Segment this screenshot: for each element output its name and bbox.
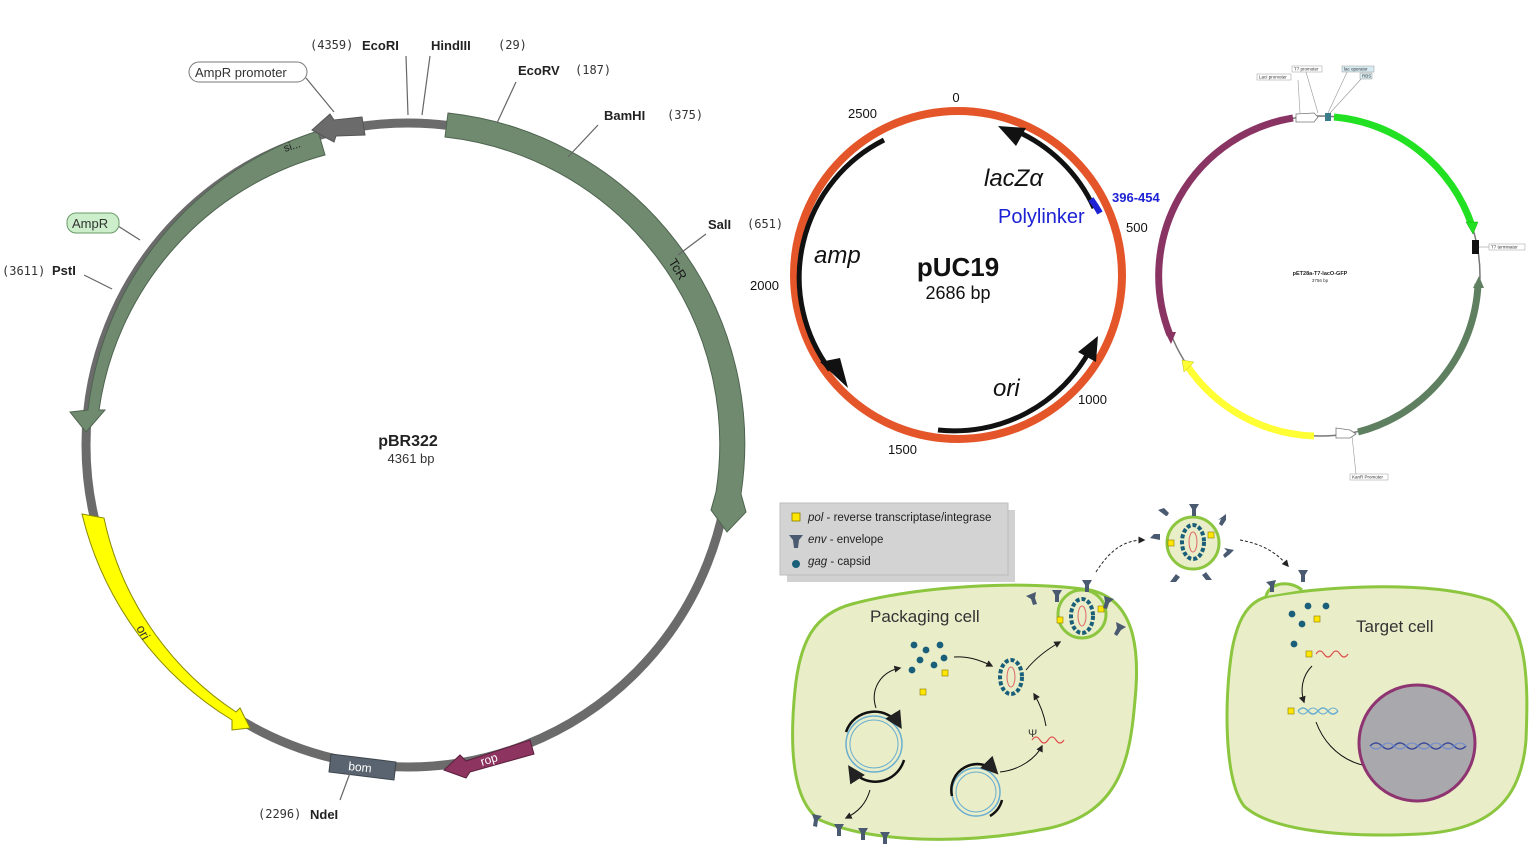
pbr322-name: pBR322 <box>378 433 438 450</box>
pol-legend-icon <box>791 512 801 522</box>
legend-box <box>779 502 1009 576</box>
pbr322-map: TcR si... ori rop bom (4359) EcoRI HindI… <box>2 38 783 822</box>
env-spikes <box>812 580 1126 844</box>
bamhi-label: BamHI <box>604 108 645 123</box>
lacz-label: lacZα <box>984 165 1044 192</box>
puc19-size: 2686 bp <box>925 283 990 303</box>
kan-arc <box>1357 283 1482 436</box>
hindiii-label: HindIII <box>431 38 471 53</box>
signal-peptide <box>311 113 366 143</box>
ampr-callout <box>66 212 120 234</box>
pet-ori-arc <box>1183 362 1315 440</box>
lacz-arc <box>1013 127 1097 210</box>
t7-terminator-label: T7 terminator <box>1491 245 1518 250</box>
capsid-dots <box>908 641 948 674</box>
psti-pos: (3611) <box>2 264 45 278</box>
laci-arc <box>1155 114 1294 337</box>
puc19-map: 0 500 1000 1500 2000 2500 lacZα Polylink… <box>750 90 1160 457</box>
retroviral-diagram: pol - reverse transcriptase/integrase en… <box>779 502 1529 844</box>
gag-legend-text: gag - capsid <box>808 556 871 568</box>
polylinker-arc <box>1088 197 1103 215</box>
ampr-gene <box>69 130 326 433</box>
pbr322-size: 4361 bp <box>388 451 435 466</box>
ndei-pos: (2296) <box>258 807 301 821</box>
bamhi-pos: (375) <box>667 108 703 122</box>
puc19-tick-0: 0 <box>952 90 959 105</box>
puc19-tick-2000: 2000 <box>750 278 779 293</box>
amp-label: amp <box>814 242 861 269</box>
polylinker-range: 396-454 <box>1112 190 1160 205</box>
puc19-tick-2500: 2500 <box>848 106 877 121</box>
gag-legend-icon <box>792 560 800 568</box>
t7-promoter-label: T7 promoter <box>1294 67 1319 72</box>
psti-label: PstI <box>52 263 76 278</box>
ampr-promoter-label: AmpR promoter <box>195 65 287 80</box>
gfp-arc <box>1333 113 1476 228</box>
ori-arrowhead <box>1078 336 1098 362</box>
lacz-arrowhead <box>998 126 1026 146</box>
target-cell-label: Target cell <box>1356 617 1433 636</box>
nucleus <box>1357 683 1477 803</box>
pol-legend-text: pol - reverse transcriptase/integrase <box>807 512 991 524</box>
pet28a-map: T7 promoter lac operator RBS LacI promot… <box>1155 65 1526 481</box>
bom-feature <box>328 753 397 781</box>
packaging-cell-label: Packaging cell <box>870 607 980 626</box>
ecori-pos: (4359) <box>310 38 353 52</box>
ndei-label: NdeI <box>310 807 338 822</box>
packaging-cell <box>791 583 1138 841</box>
puc19-tick-500: 500 <box>1126 220 1148 235</box>
bom-label: bom <box>348 759 373 775</box>
rbs-label: RBS <box>1362 74 1371 79</box>
free-virion <box>1165 515 1221 571</box>
kanr-promoter-label: KanR Promoter <box>1352 475 1384 480</box>
rop-label: rop <box>479 750 500 769</box>
tcr-gene <box>444 112 747 533</box>
ecori-label: EcoRI <box>362 38 399 53</box>
puc19-ring <box>790 107 1126 443</box>
ori-feature <box>81 513 251 731</box>
puc19-tick-1500: 1500 <box>888 442 917 457</box>
psi-symbol: Ψ <box>1028 728 1037 740</box>
polylinker-label: Polylinker <box>998 206 1085 228</box>
env-legend-icon <box>789 535 803 548</box>
t7-terminator-block <box>1472 240 1479 254</box>
laci-promoter-label: LacI promoter <box>1259 75 1287 80</box>
sali-label: SalI <box>708 217 731 232</box>
puc19-name: pUC19 <box>917 252 999 282</box>
puc19-tick-1000: 1000 <box>1078 392 1107 407</box>
ampr-label: AmpR <box>72 216 108 231</box>
pet28a-callouts: T7 promoter lac operator RBS LacI promot… <box>1256 65 1526 481</box>
rop-feature <box>443 739 535 779</box>
sali-pos: (651) <box>747 217 783 231</box>
pet28a-size: 3756 bp <box>1312 278 1329 283</box>
ori-label: ori <box>133 622 153 642</box>
puc-ori-label: ori <box>993 375 1020 402</box>
ori-arc <box>937 348 1093 434</box>
hindiii-pos: (29) <box>498 38 527 52</box>
amp-arrowhead <box>820 358 848 388</box>
lac-operator-label: lac operator <box>1344 67 1368 72</box>
si-label: si... <box>282 138 302 155</box>
env-legend-text: env - envelope <box>808 534 883 546</box>
pet28a-name: pET28a-T7-lacO-GFP <box>1293 271 1348 277</box>
amp-arc <box>796 137 886 372</box>
ampr-promoter-callout <box>188 61 308 83</box>
ecorv-pos: (187) <box>575 63 611 77</box>
ecorv-label: EcoRV <box>518 63 560 78</box>
